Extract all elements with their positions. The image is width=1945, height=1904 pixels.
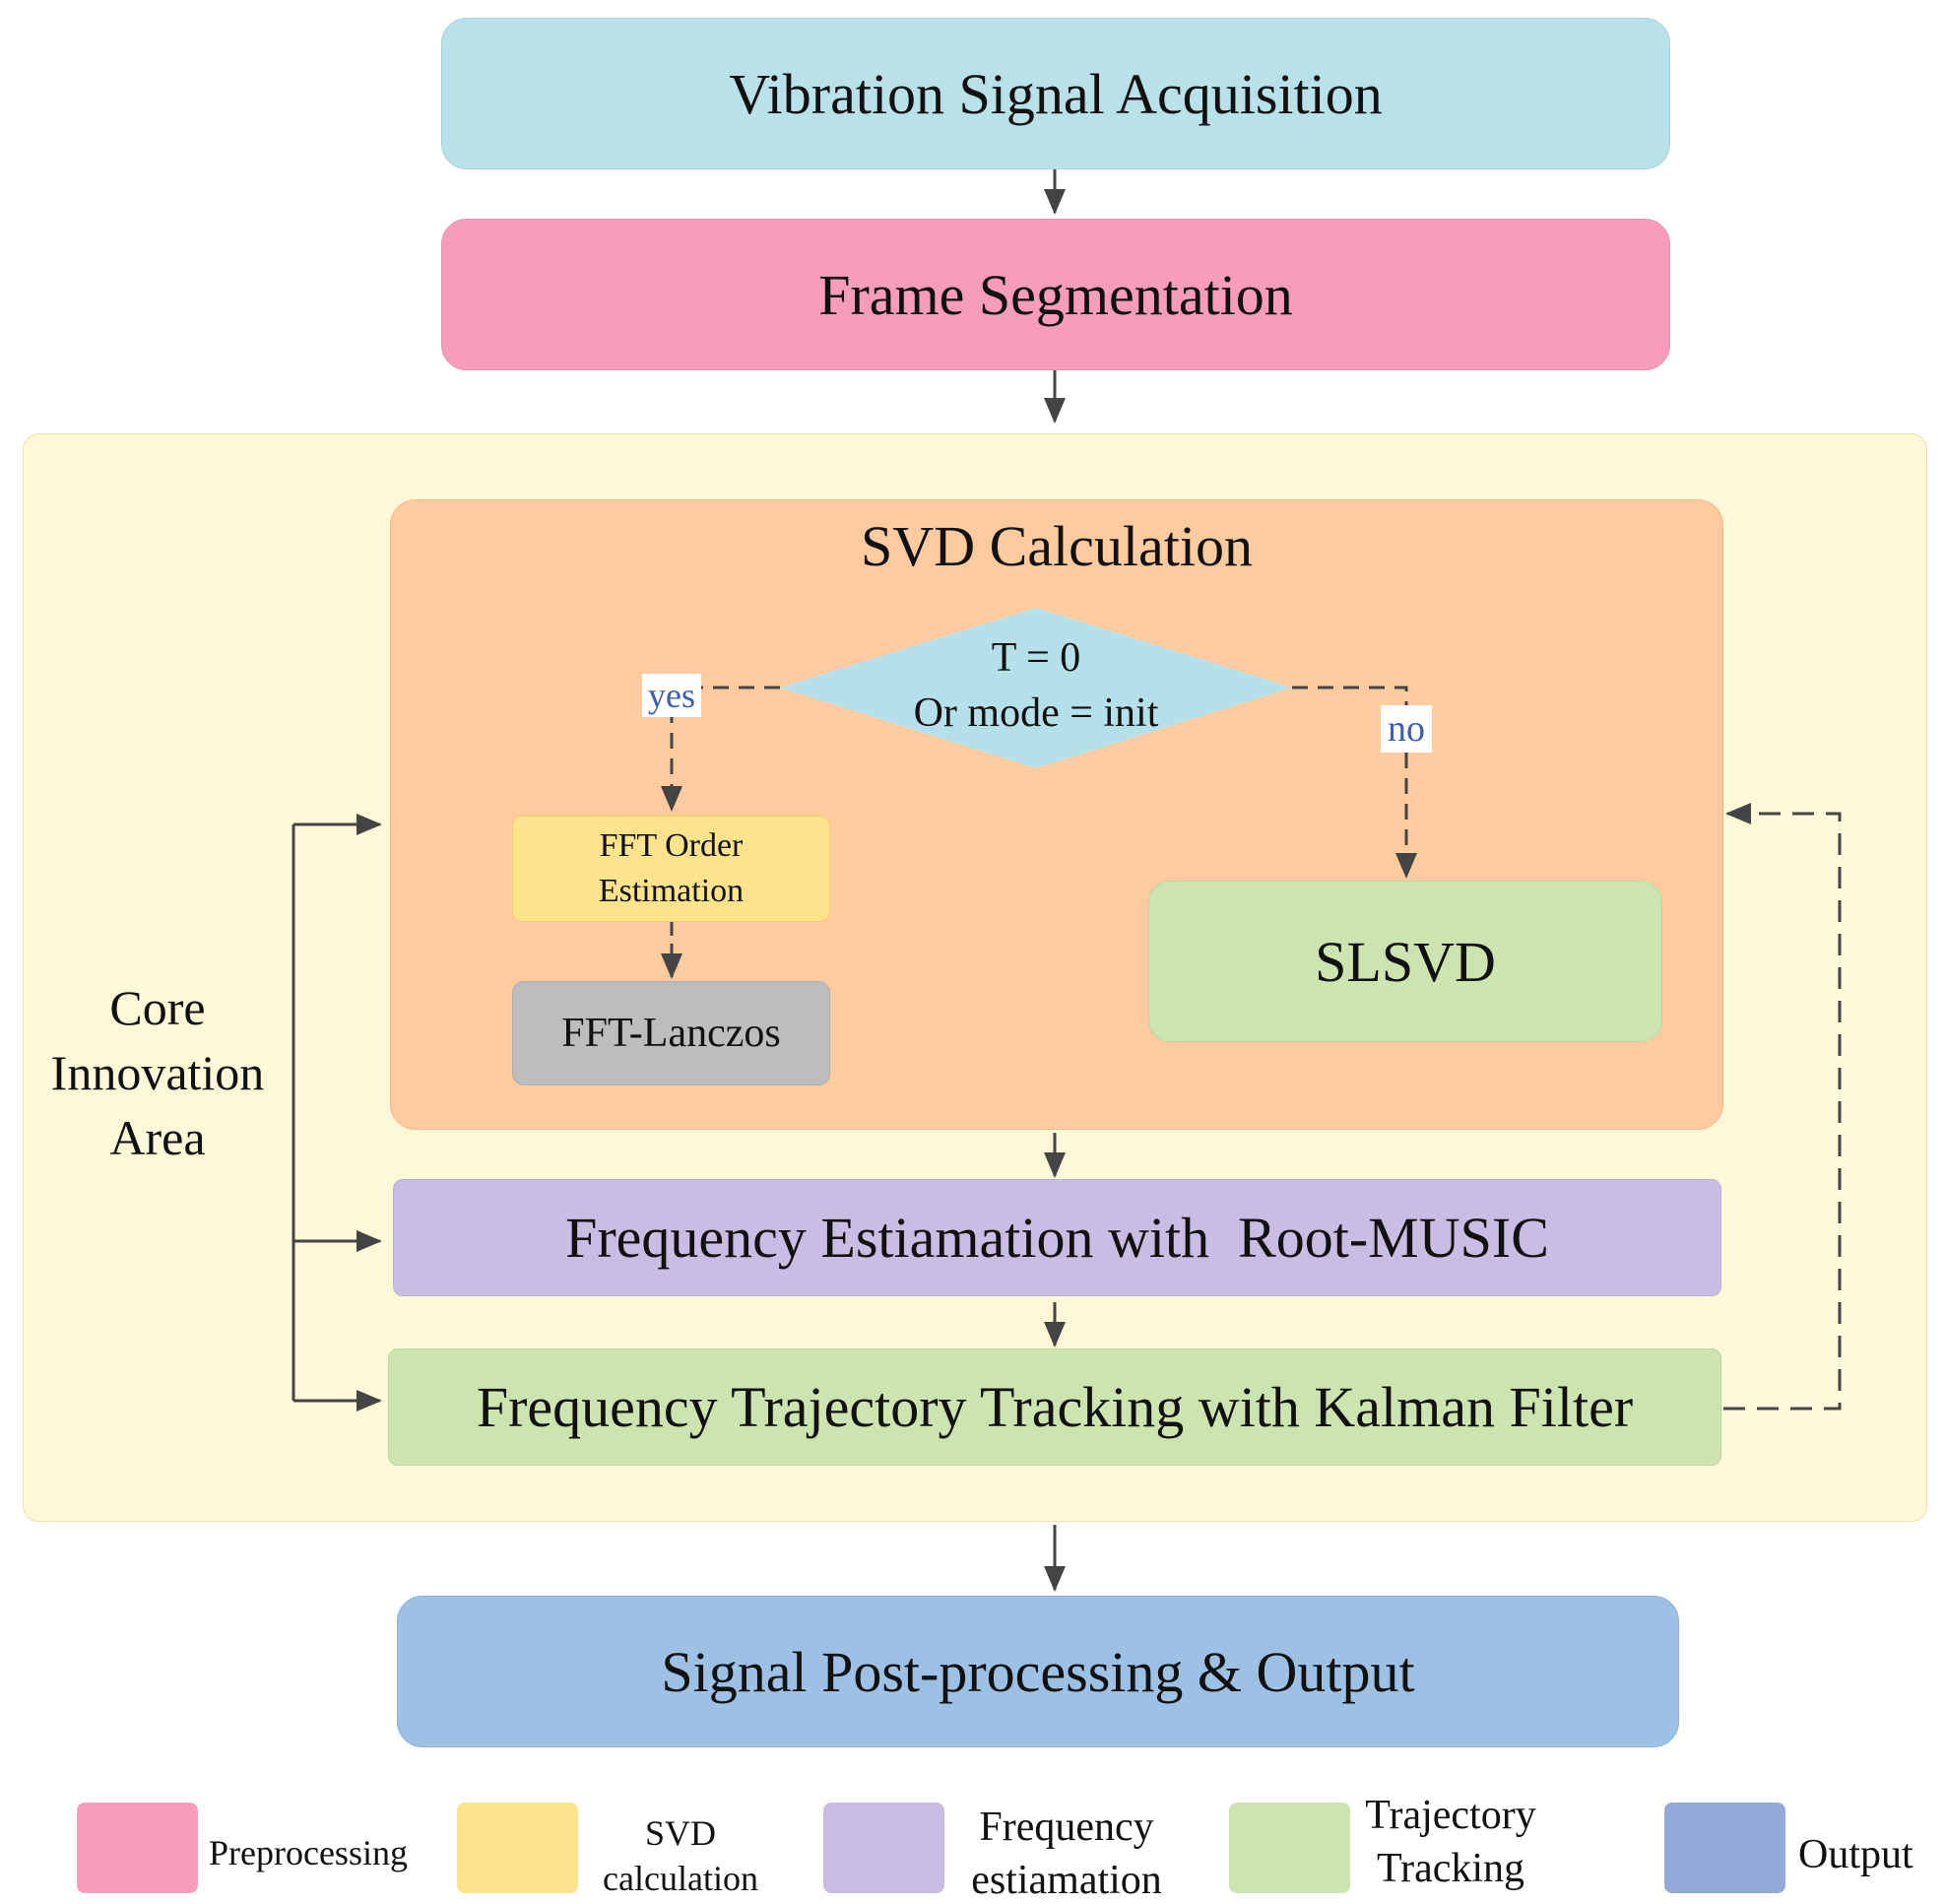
decision-diamond — [780, 608, 1292, 768]
fft-order-line1: FFT Order — [599, 827, 744, 864]
fft-order-line2: Estimation — [598, 873, 745, 909]
trajectory-tracking-label: Frequency Trajectory Tracking with Kalma… — [476, 1375, 1634, 1439]
no-branch-line — [1292, 686, 1417, 879]
signal-output-label: Signal Post-processing & Output — [661, 1639, 1415, 1704]
signal-output-box: Signal Post-processing & Output — [397, 1596, 1679, 1747]
core-label-line1: Core — [109, 980, 206, 1035]
no-branch-label: no — [1381, 705, 1432, 753]
legend-swatch-preprocessing — [77, 1803, 198, 1893]
frequency-estimation-label: Frequency Estiamation with Root-MUSIC — [565, 1206, 1549, 1270]
fft-order-estimation-box: FFT Order Estimation — [512, 816, 830, 922]
core-innovation-label: Core Innovation Area — [28, 975, 288, 1170]
feedback-loop-line — [1723, 803, 1842, 1411]
frame-segmentation-label: Frame Segmentation — [818, 262, 1293, 327]
frame-segmentation-box: Frame Segmentation — [441, 219, 1670, 370]
legend-label-output: Output — [1798, 1832, 1913, 1877]
svd-calculation-title: SVD Calculation — [861, 514, 1253, 578]
fft-lanczos-label: FFT-Lanczos — [561, 1011, 781, 1056]
vibration-signal-acquisition-label: Vibration Signal Acquisition — [729, 61, 1383, 126]
slsvd-box: SLSVD — [1148, 881, 1662, 1042]
legend-swatch-tracking — [1229, 1803, 1350, 1893]
decision-text: T = 0 Or mode = init — [859, 630, 1213, 741]
decision-condition-line2: Or mode = init — [913, 690, 1159, 736]
fft-lanczos-box: FFT-Lanczos — [512, 981, 830, 1085]
legend-swatch-frequency — [823, 1803, 944, 1893]
trajectory-tracking-box: Frequency Trajectory Tracking with Kalma… — [388, 1348, 1721, 1466]
core-label-line3: Area — [109, 1110, 206, 1165]
frequency-estimation-box: Frequency Estiamation with Root-MUSIC — [393, 1179, 1721, 1296]
legend-label-svd: SVD calculation — [603, 1813, 758, 1898]
legend-label-tracking: Trajectory Tracking — [1365, 1793, 1536, 1891]
slsvd-label: SLSVD — [1315, 929, 1496, 994]
legend-label-frequency: Frequency estiamation — [971, 1805, 1162, 1903]
core-label-line2: Innovation — [50, 1045, 265, 1100]
legend-label-preprocessing: Preprocessing — [209, 1833, 408, 1872]
vibration-signal-acquisition-box: Vibration Signal Acquisition — [441, 18, 1670, 169]
decision-condition-line1: T = 0 — [991, 635, 1081, 681]
yes-branch-label: yes — [642, 674, 701, 717]
legend-swatch-output — [1664, 1803, 1785, 1893]
legend-swatch-svd — [457, 1803, 578, 1893]
